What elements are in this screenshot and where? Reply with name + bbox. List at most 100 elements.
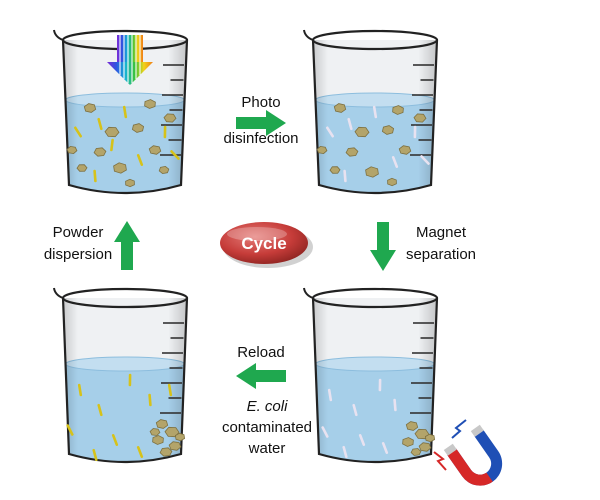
photocatalyst-flake bbox=[405, 421, 419, 431]
photocatalyst-flake bbox=[144, 99, 156, 109]
glass-shading bbox=[63, 298, 187, 462]
disinfection-text: disinfection bbox=[223, 130, 299, 147]
beaker-outline bbox=[61, 39, 189, 195]
contaminated-water-label: E. coli contaminated water bbox=[212, 396, 322, 459]
photocatalyst-flake bbox=[168, 441, 182, 451]
bacteria-rod bbox=[93, 169, 97, 183]
photocatalyst-flake bbox=[329, 166, 341, 174]
photocatalyst-flake bbox=[418, 442, 432, 452]
photocatalyst-flake bbox=[104, 126, 120, 138]
photocatalyst-flake bbox=[113, 162, 127, 174]
arrow-right-icon bbox=[236, 110, 286, 136]
beaker-spout bbox=[303, 29, 314, 41]
arrow-up-icon bbox=[114, 221, 140, 270]
photocatalyst-flake bbox=[410, 448, 422, 456]
photocatalyst-flake bbox=[424, 433, 436, 443]
ecoli-text: E. coli bbox=[246, 398, 288, 415]
photocatalyst-flake bbox=[131, 123, 145, 133]
bacteria-rod bbox=[122, 105, 128, 119]
photocatalyst-flake bbox=[158, 165, 170, 175]
bacteria-rod bbox=[92, 448, 98, 462]
bacteria-rod bbox=[321, 426, 329, 438]
photocatalyst-flake bbox=[354, 126, 370, 138]
bacteria-rod bbox=[347, 117, 353, 131]
beaker-after-disinfection bbox=[303, 29, 439, 195]
beaker-spout bbox=[303, 287, 314, 299]
photocatalyst-flake bbox=[66, 145, 78, 155]
photocatalyst-flake bbox=[398, 145, 412, 155]
bacteria-rod bbox=[342, 445, 348, 459]
arrow-left-icon bbox=[236, 363, 286, 389]
photocatalyst-flake bbox=[413, 113, 427, 123]
separation-text: separation bbox=[405, 246, 477, 263]
bacteria-rod bbox=[97, 117, 103, 131]
bacteria-rod bbox=[420, 155, 430, 165]
photocatalyst-flake bbox=[333, 103, 347, 113]
photocatalyst-flake bbox=[174, 432, 186, 442]
photocatalyst-flake bbox=[149, 428, 161, 436]
bacteria-rod bbox=[167, 383, 173, 397]
beaker-outline bbox=[61, 297, 189, 464]
bacteria-rod bbox=[391, 156, 399, 168]
bacteria-rod bbox=[66, 424, 74, 436]
photo-disinfection-label: Photo disinfection bbox=[206, 92, 316, 150]
horseshoe-magnet-icon bbox=[443, 424, 503, 486]
beaker-magnet-separated bbox=[303, 287, 439, 464]
photocatalyst-flake bbox=[164, 426, 180, 438]
photocatalyst-flake bbox=[392, 105, 404, 115]
beaker-spout bbox=[53, 287, 64, 299]
photocatalyst-flake bbox=[76, 164, 88, 172]
bacteria-rod bbox=[381, 441, 389, 455]
bacteria-rod bbox=[97, 403, 103, 417]
bacteria-rod bbox=[74, 126, 82, 138]
bacteria-rod bbox=[136, 154, 144, 166]
bacteria-rod bbox=[393, 398, 397, 412]
photocatalyst-flake bbox=[159, 447, 173, 457]
photocatalyst-flake bbox=[365, 166, 379, 178]
photocatalyst-flake bbox=[83, 103, 97, 113]
dispersion-text: dispersion bbox=[43, 246, 113, 263]
rainbow-light-arrow-icon bbox=[107, 35, 153, 85]
bacteria-rod bbox=[343, 169, 347, 183]
bacteria-rod bbox=[352, 403, 358, 417]
bacteria-rod bbox=[148, 393, 152, 407]
water-text: water bbox=[248, 440, 286, 457]
cycle-label: Cycle bbox=[241, 234, 286, 253]
glass-shading bbox=[313, 298, 437, 462]
bacteria-rod bbox=[110, 138, 114, 152]
powder-text: Powder bbox=[52, 224, 104, 241]
magnet-separation-label: Magnet separation bbox=[396, 222, 486, 266]
photocatalyst-flake bbox=[316, 145, 328, 155]
beaker-reloaded-contaminated bbox=[53, 287, 189, 464]
beaker-outline bbox=[311, 297, 439, 464]
arrow-down-icon bbox=[370, 222, 396, 271]
bacteria-rod bbox=[136, 445, 144, 459]
bacteria-rod bbox=[358, 433, 366, 447]
photocatalyst-flake bbox=[163, 113, 177, 123]
photo-text: Photo bbox=[241, 94, 281, 111]
magnet-text: Magnet bbox=[415, 224, 467, 241]
photocatalyst-flake bbox=[155, 419, 169, 429]
photocatalyst-flake bbox=[93, 147, 107, 157]
reload-text: Reload bbox=[237, 344, 285, 361]
photocatalyst-flake bbox=[402, 437, 414, 447]
cycle-badge: Cycle bbox=[220, 222, 313, 268]
bacteria-rod bbox=[327, 388, 333, 402]
bacteria-rod bbox=[372, 105, 378, 119]
beaker-spout bbox=[53, 29, 64, 41]
photocatalyst-flake bbox=[381, 125, 395, 135]
photocatalyst-flake bbox=[125, 178, 135, 188]
photocatalyst-flake bbox=[152, 435, 164, 445]
photocatalyst-flake bbox=[345, 147, 359, 157]
contaminated-text: contaminated bbox=[221, 419, 313, 436]
photocatalyst-flake bbox=[148, 145, 162, 155]
beaker-outline bbox=[311, 39, 439, 195]
bacteria-rod bbox=[111, 433, 119, 447]
beaker-dispersed-powder bbox=[53, 29, 189, 195]
bacteria-rod bbox=[325, 126, 335, 138]
powder-dispersion-label: Powder dispersion bbox=[36, 222, 120, 266]
bacteria-rod bbox=[170, 150, 180, 160]
reload-label: Reload bbox=[226, 342, 296, 364]
photocatalyst-flake bbox=[387, 177, 397, 187]
